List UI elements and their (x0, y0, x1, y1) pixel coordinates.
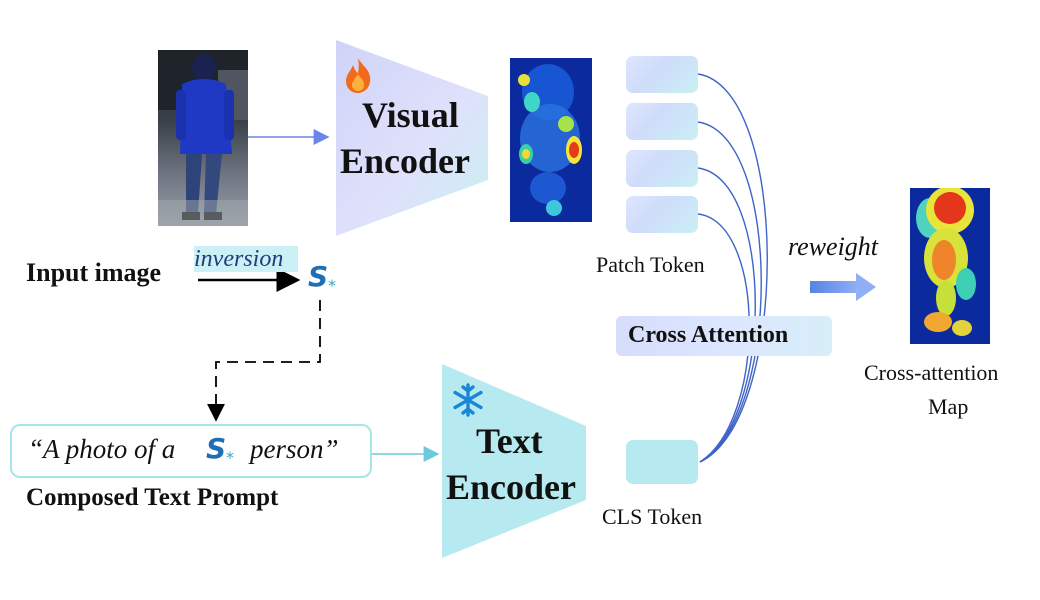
feature-heatmap (510, 58, 592, 222)
prompt-text-start: “A photo of a (28, 434, 176, 464)
person-figure (158, 50, 248, 226)
pseudo-token-symbol: S (308, 260, 329, 293)
fire-icon (342, 56, 374, 94)
input-image (158, 50, 248, 226)
dashed-connector (207, 300, 321, 422)
input-image-label: Input image (26, 258, 162, 287)
snowflake-icon (450, 382, 486, 418)
cross-attention-map (910, 188, 990, 344)
visual-encoder-line1: Visual (362, 95, 459, 135)
patch-token-2 (626, 103, 698, 140)
prompt-pseudo-token-subscript: * (226, 448, 234, 467)
reweight-label: reweight (788, 232, 879, 261)
pseudo-token-subscript: * (328, 276, 336, 295)
inversion-label: inversion (194, 246, 284, 272)
composed-prompt-label: Composed Text Prompt (26, 484, 279, 511)
patch-token-4 (626, 196, 698, 233)
reweight-arrow (810, 273, 876, 301)
cls-token (626, 440, 698, 484)
patch-token-3 (626, 150, 698, 187)
text-encoder-line1: Text (476, 421, 543, 461)
cross-attention-curves (697, 73, 768, 463)
text-encoder-line2: Encoder (446, 467, 576, 507)
cross-attention-box (616, 316, 832, 356)
visual-encoder-shape (336, 40, 488, 236)
cross-attention-map-label-1: Cross-attention (864, 360, 999, 385)
cross-attention-label: Cross Attention (628, 322, 789, 348)
cross-attention-map-label-2: Map (928, 394, 969, 419)
prompt-box (10, 424, 372, 478)
patch-token-label: Patch Token (596, 252, 705, 277)
patch-token-1 (626, 56, 698, 93)
text-encoder-shape (442, 364, 586, 558)
prompt-text-end: person” (250, 434, 339, 464)
inversion-highlight (194, 246, 298, 272)
cls-token-label: CLS Token (602, 504, 703, 529)
visual-encoder-line2: Encoder (340, 141, 470, 181)
prompt-pseudo-token: S (206, 432, 227, 465)
